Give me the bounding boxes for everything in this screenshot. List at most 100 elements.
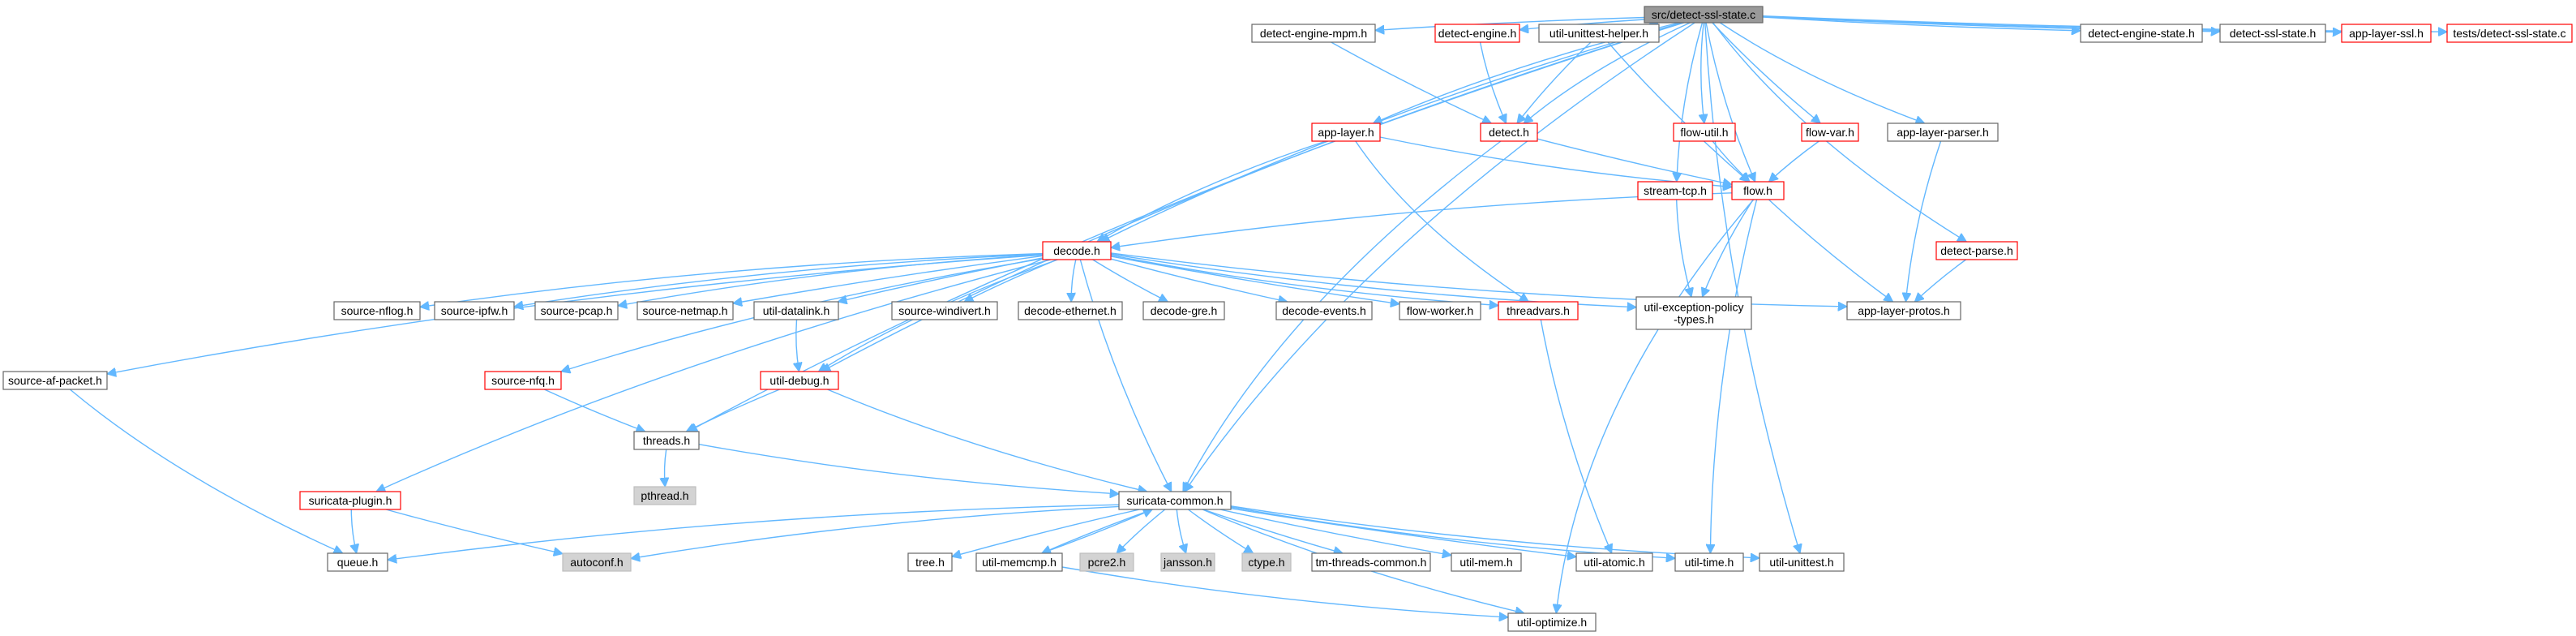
node-source-nflog[interactable]: source-nflog.h	[333, 301, 421, 320]
node-box-source-netmap	[636, 301, 734, 320]
node-label-threadvars: threadvars.h	[1507, 304, 1570, 317]
node-stream-tcp[interactable]: stream-tcp.h	[1637, 181, 1713, 200]
edge-source-nfq-to-threads	[544, 389, 645, 432]
edge-suricata-common-to-util-memcmp	[1042, 509, 1153, 553]
node-pcre2[interactable]: pcre2.h	[1079, 552, 1134, 572]
node-app-layer-protos[interactable]: app-layer-protos.h	[1846, 301, 1961, 320]
edge-util-debug-to-suricata-common	[827, 389, 1147, 492]
node-detect-engine[interactable]: detect-engine.h	[1434, 24, 1520, 43]
node-label-source-nfq: source-nfq.h	[491, 374, 555, 387]
node-label-threads: threads.h	[643, 434, 690, 447]
node-detect-ssl-state[interactable]: detect-ssl-state.h	[2219, 24, 2326, 43]
node-label-detect: detect.h	[1489, 126, 1529, 139]
node-app-layer-ssl[interactable]: app-layer-ssl.h	[2341, 24, 2432, 43]
edge-stream-tcp-to-util-exception-policy-types	[1676, 199, 1691, 297]
node-decode-events[interactable]: decode-events.h	[1275, 301, 1373, 320]
node-label-pthread: pthread.h	[641, 489, 688, 502]
node-source-af-packet[interactable]: source-af-packet.h	[2, 371, 108, 390]
node-util-time[interactable]: util-time.h	[1674, 552, 1744, 572]
node-box-tree	[907, 552, 953, 572]
edge-suricata-common-to-util-atomic	[1230, 508, 1576, 557]
node-box-suricata-common	[1118, 491, 1232, 510]
edge-decode-to-source-nflog	[420, 252, 1044, 307]
node-detect-parse[interactable]: detect-parse.h	[1935, 241, 2018, 260]
node-label-app-layer-ssl: app-layer-ssl.h	[2349, 27, 2424, 40]
edge-suricata-common-to-autoconf	[631, 505, 1120, 558]
node-app-layer[interactable]: app-layer.h	[1311, 122, 1381, 142]
node-flow-var[interactable]: flow-var.h	[1801, 122, 1859, 142]
node-tree[interactable]: tree.h	[907, 552, 953, 572]
node-tests-detect-ssl-state[interactable]: tests/detect-ssl-state.c	[2446, 24, 2573, 43]
node-source-nfq[interactable]: source-nfq.h	[484, 371, 562, 390]
node-source-pcap[interactable]: source-pcap.h	[534, 301, 619, 320]
node-box-decode	[1042, 241, 1112, 260]
node-label-util-memcmp: util-memcmp.h	[982, 556, 1057, 569]
node-box-suricata-plugin	[299, 491, 401, 510]
node-source-windivert[interactable]: source-windivert.h	[891, 301, 998, 320]
node-queue[interactable]: queue.h	[327, 552, 388, 572]
node-suricata-plugin[interactable]: suricata-plugin.h	[299, 491, 401, 510]
node-label-flow: flow.h	[1743, 184, 1772, 197]
node-detect-engine-state[interactable]: detect-engine-state.h	[2080, 24, 2203, 43]
node-detect-engine-mpm[interactable]: detect-engine-mpm.h	[1251, 24, 1376, 43]
node-box-util-unittest	[1759, 552, 1845, 572]
node-label-source-af-packet: source-af-packet.h	[8, 374, 102, 387]
node-util-datalink[interactable]: util-datalink.h	[753, 301, 839, 320]
edge-decode-to-decode-ethernet	[1071, 259, 1077, 302]
node-box-util-mem	[1451, 552, 1522, 572]
edge-decode-to-source-pcap	[618, 254, 1044, 306]
node-source-ipfw[interactable]: source-ipfw.h	[434, 301, 515, 320]
node-autoconf[interactable]: autoconf.h	[562, 552, 632, 572]
node-root[interactable]: src/detect-ssl-state.c	[1644, 6, 1764, 24]
node-label-detect-parse: detect-parse.h	[1940, 244, 2013, 257]
node-util-memcmp[interactable]: util-memcmp.h	[975, 552, 1063, 572]
node-util-mem[interactable]: util-mem.h	[1451, 552, 1522, 572]
node-suricata-common[interactable]: suricata-common.h	[1118, 491, 1232, 510]
node-box-app-layer	[1311, 122, 1381, 142]
node-threads[interactable]: threads.h	[633, 431, 700, 450]
node-flow[interactable]: flow.h	[1731, 181, 1785, 200]
node-box-detect-engine-state	[2080, 24, 2203, 43]
edge-flow-to-util-time	[1710, 199, 1758, 553]
edge-app-layer-to-threadvars	[1355, 140, 1528, 302]
node-label-suricata-plugin: suricata-plugin.h	[309, 494, 392, 507]
edge-root-to-detect-engine-state	[1762, 16, 2081, 31]
node-ctype[interactable]: ctype.h	[1241, 552, 1292, 572]
node-util-exception-policy-types[interactable]: util-exception-policy-types.h	[1635, 296, 1752, 330]
node-label-flow-worker: flow-worker.h	[1407, 304, 1473, 317]
node-box-decode-events	[1275, 301, 1373, 320]
node-label-autoconf: autoconf.h	[570, 556, 623, 569]
node-box-flow	[1731, 181, 1785, 200]
node-tm-threads-common[interactable]: tm-threads-common.h	[1311, 552, 1431, 572]
edge-root-to-flow-var	[1712, 22, 1820, 123]
edge-detect-parse-to-app-layer-protos	[1914, 259, 1967, 302]
node-detect[interactable]: detect.h	[1480, 122, 1538, 142]
edge-decode-to-flow-worker	[1110, 256, 1399, 304]
edge-suricata-common-to-queue	[388, 504, 1120, 560]
node-pthread[interactable]: pthread.h	[633, 486, 697, 505]
node-decode-gre[interactable]: decode-gre.h	[1142, 301, 1225, 320]
node-label-source-nflog: source-nflog.h	[341, 304, 414, 317]
node-label-util-unittest-helper: util-unittest-helper.h	[1549, 27, 1648, 40]
node-app-layer-parser[interactable]: app-layer-parser.h	[1887, 122, 1999, 142]
edge-root-to-threads	[688, 22, 1684, 432]
node-util-unittest-helper[interactable]: util-unittest-helper.h	[1538, 24, 1660, 43]
node-decode[interactable]: decode.h	[1042, 241, 1112, 260]
node-box-util-optimize	[1507, 612, 1597, 632]
edge-root-to-flow	[1705, 22, 1755, 182]
node-util-atomic[interactable]: util-atomic.h	[1575, 552, 1653, 572]
node-source-netmap[interactable]: source-netmap.h	[636, 301, 734, 320]
node-util-optimize[interactable]: util-optimize.h	[1507, 612, 1597, 632]
edge-flow-util-to-flow	[1712, 140, 1750, 182]
edge-decode-to-threadvars	[1110, 254, 1498, 306]
node-flow-util[interactable]: flow-util.h	[1673, 122, 1736, 142]
node-util-unittest[interactable]: util-unittest.h	[1759, 552, 1845, 572]
node-util-debug[interactable]: util-debug.h	[760, 371, 839, 390]
node-decode-ethernet[interactable]: decode-ethernet.h	[1018, 301, 1123, 320]
node-flow-worker[interactable]: flow-worker.h	[1399, 301, 1481, 320]
node-box-ctype	[1241, 552, 1292, 572]
node-threadvars[interactable]: threadvars.h	[1498, 301, 1579, 320]
node-box-app-layer-protos	[1846, 301, 1961, 320]
node-label-util-atomic: util-atomic.h	[1584, 556, 1644, 569]
node-jansson[interactable]: jansson.h	[1160, 552, 1215, 572]
